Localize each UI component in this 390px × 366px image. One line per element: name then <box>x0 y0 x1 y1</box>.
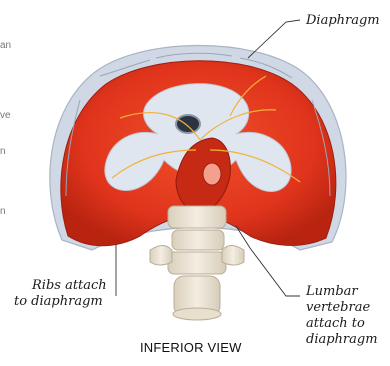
margin-text-fragment: n <box>0 206 16 216</box>
margin-text-fragment: n <box>0 146 16 156</box>
lumbar-label-line2: vertebrae <box>306 300 370 315</box>
diaphragm-label: Diaphragm <box>306 13 380 28</box>
ribs-label-line1: Ribs attach <box>32 278 107 293</box>
margin-text-fragment: an <box>0 40 16 50</box>
lumbar-label-line3: attach to <box>306 316 365 331</box>
lumbar-label-line4: diaphragm <box>306 332 378 347</box>
view-caption: INFERIOR VIEW <box>140 340 242 355</box>
caval-foramen <box>176 115 200 133</box>
margin-text-fragment: ve <box>0 110 16 120</box>
esophageal-hiatus <box>203 163 221 185</box>
ribs-label-line2: to diaphragm <box>14 294 103 309</box>
lumbar-label-line1: Lumbar <box>306 284 358 299</box>
